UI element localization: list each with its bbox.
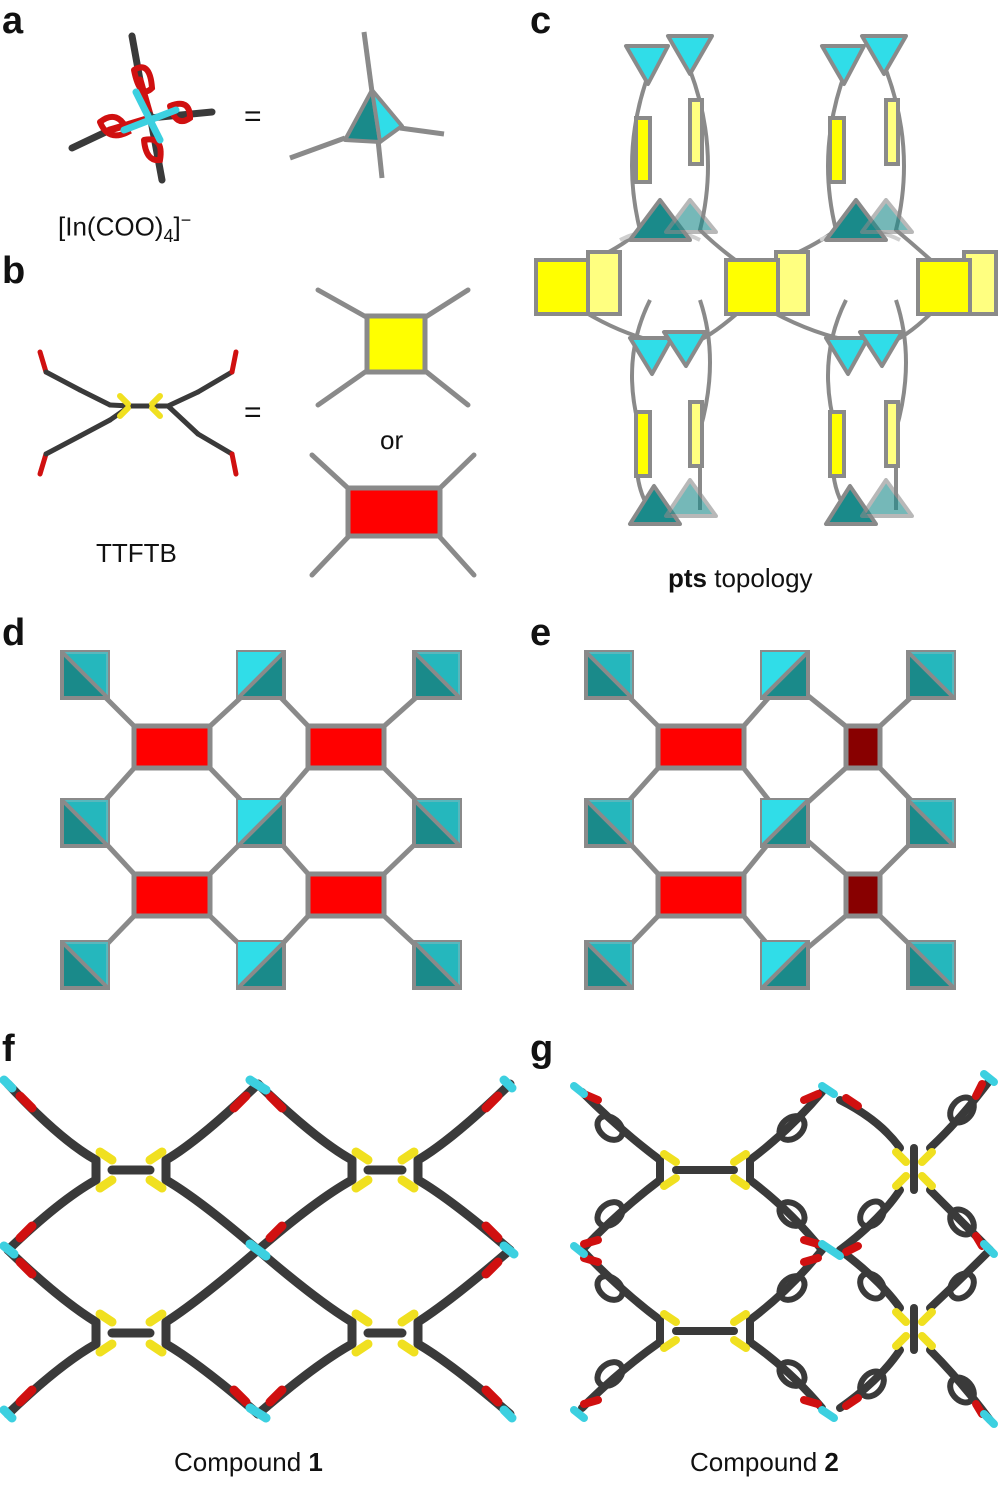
tetra-node [412, 940, 462, 990]
caption-compound-2: Compound 2 [690, 1447, 839, 1477]
label-ttftb: TTFTB [96, 538, 177, 568]
caption-pts-topology: pts topology [668, 563, 813, 593]
tetra-node [412, 798, 462, 848]
label-in-coo4: [In(COO)4]− [58, 210, 192, 246]
panel-d-tetra-nodes [60, 650, 462, 990]
tetra-node [906, 798, 956, 848]
in-coo4-molecule [68, 32, 216, 184]
panel-letter-a: a [2, 0, 24, 42]
tetra-node [760, 798, 810, 848]
tetra-node [236, 798, 286, 848]
tetra-node [584, 940, 634, 990]
compound-2-phenyl-rings [594, 1094, 977, 1406]
panel-e-tetra-nodes [584, 650, 956, 990]
panel-letter-c: c [530, 0, 552, 42]
tetra-node [760, 650, 810, 700]
compound-2-indium [570, 1070, 998, 1428]
compound-2-framework [578, 1076, 994, 1424]
tetra-node [906, 650, 956, 700]
panel-letter-e: e [530, 612, 552, 654]
compound-1-indium [0, 1075, 519, 1423]
pts-front-rects [634, 116, 846, 478]
panel-d-rect-nodes [131, 723, 387, 919]
pts-back-rects [586, 98, 998, 468]
panel-e-rect-nodes [655, 723, 883, 919]
tetra-node [60, 798, 110, 848]
tetra-node [584, 798, 634, 848]
tetra-node [236, 940, 286, 990]
label-or: or [380, 425, 404, 455]
panel-letter-g: g [530, 1028, 554, 1070]
pts-links [564, 69, 946, 512]
compound-1-oxygen [15, 1091, 503, 1407]
tetrahedron-node-a [289, 31, 445, 179]
panel-letter-b: b [2, 250, 26, 292]
square-node-b [315, 287, 471, 408]
ttftb-molecule [37, 349, 239, 477]
panel-e-links [608, 676, 934, 968]
equals-sign-a: = [244, 100, 262, 133]
tetra-node [60, 650, 110, 700]
panel-d-links [84, 676, 440, 968]
rectangle-node-b [309, 452, 477, 578]
compound-2-oxygen [580, 1080, 986, 1418]
panel-letter-d: d [2, 612, 26, 654]
compound-1-framework [3, 1079, 515, 1419]
equals-sign-b: = [244, 396, 262, 429]
tetra-node [760, 940, 810, 990]
tetra-node [584, 650, 634, 700]
pts-squares [534, 258, 972, 316]
compound-1-sulfur [95, 1147, 419, 1357]
tetra-node [906, 940, 956, 990]
caption-compound-1: Compound 1 [174, 1447, 323, 1477]
panel-letter-f: f [2, 1028, 15, 1070]
tetra-node [236, 650, 286, 700]
tetra-node [60, 940, 110, 990]
pts-tetrahedra [624, 34, 914, 526]
tetra-node [412, 650, 462, 700]
compound-2-sulfur [660, 1148, 936, 1352]
